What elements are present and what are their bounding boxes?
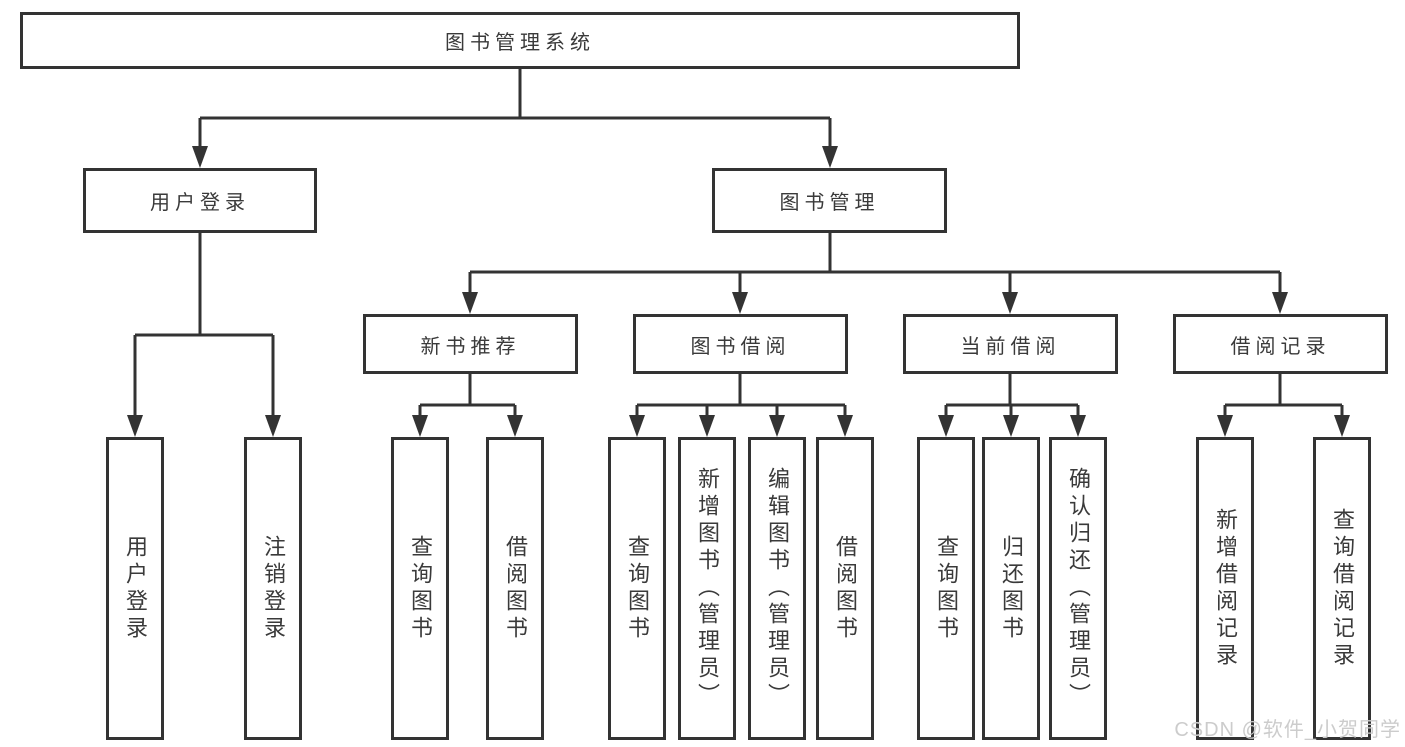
node-leaf-borrow-books-rec: 借阅图书 [486,437,544,740]
node-label-leaf-query-borrow-record: 查询借阅记录 [1330,507,1355,670]
edge-from-root [198,69,832,150]
edge-from-book-borrow [635,374,847,419]
arrowhead [629,415,645,437]
node-label-book-mgmt: 图书管理 [779,192,880,214]
edge-from-new-book-rec [418,374,517,419]
node-label-leaf-confirm-return-admin: 确认归还（管理员） [1066,467,1091,710]
node-label-leaf-add-books-admin: 新增图书（管理员） [695,467,720,710]
arrowhead [507,415,523,437]
arrowhead [1003,415,1019,437]
node-label-current-borrow: 当前借阅 [960,335,1061,358]
node-book-borrow: 图书借阅 [633,314,848,374]
arrowhead [837,415,853,437]
arrowhead [462,292,478,314]
arrowhead [938,415,954,437]
node-label-leaf-logout: 注销登录 [261,534,286,643]
watermark: CSDN @软件_小贺同学 [1174,719,1401,741]
arrowhead [732,292,748,314]
node-label-leaf-add-borrow-record: 新增借阅记录 [1213,507,1238,670]
node-label-user-login: 用户登录 [150,192,250,214]
node-label-leaf-query-books-rec: 查询图书 [408,534,433,643]
node-leaf-confirm-return-admin: 确认归还（管理员） [1049,437,1107,740]
node-label-leaf-query-books-current: 查询图书 [934,534,959,643]
node-current-borrow: 当前借阅 [903,314,1118,374]
node-leaf-user-login: 用户登录 [106,437,164,740]
node-label-leaf-return-books: 归还图书 [999,534,1024,643]
node-book-mgmt: 图书管理 [712,168,947,233]
node-new-book-rec: 新书推荐 [363,314,578,374]
edge-from-book-mgmt [468,233,1282,296]
node-leaf-logout: 注销登录 [244,437,302,740]
arrowhead [412,415,428,437]
arrowhead [265,415,281,437]
edge-from-borrow-records [1223,374,1344,419]
node-root: 图书管理系统 [20,12,1020,69]
node-leaf-add-books-admin: 新增图书（管理员） [678,437,736,740]
node-leaf-borrow-books: 借阅图书 [816,437,874,740]
arrowhead [699,415,715,437]
node-leaf-query-borrow-record: 查询借阅记录 [1313,437,1371,740]
node-leaf-query-books-borrow: 查询图书 [608,437,666,740]
arrowhead [822,146,838,168]
node-label-new-book-rec: 新书推荐 [420,335,521,358]
arrowhead [769,415,785,437]
arrowhead [192,146,208,168]
node-label-borrow-records: 借阅记录 [1230,335,1331,358]
node-leaf-query-books-current: 查询图书 [917,437,975,740]
arrowhead [1334,415,1350,437]
node-label-book-borrow: 图书借阅 [690,335,791,358]
node-leaf-query-books-rec: 查询图书 [391,437,449,740]
node-leaf-return-books: 归还图书 [982,437,1040,740]
node-leaf-add-borrow-record: 新增借阅记录 [1196,437,1254,740]
node-user-login: 用户登录 [83,168,317,233]
node-label-leaf-query-books-borrow: 查询图书 [625,534,650,643]
node-leaf-edit-books-admin: 编辑图书（管理员） [748,437,806,740]
arrowhead [1070,415,1086,437]
node-borrow-records: 借阅记录 [1173,314,1388,374]
edge-from-current-borrow [944,374,1080,419]
edge-from-user-login [133,233,275,419]
node-label-root: 图书管理系统 [445,32,595,54]
arrowhead [127,415,143,437]
node-label-leaf-edit-books-admin: 编辑图书（管理员） [765,467,790,710]
arrowhead [1272,292,1288,314]
node-label-leaf-user-login: 用户登录 [123,534,148,643]
node-label-leaf-borrow-books-rec: 借阅图书 [503,534,528,643]
node-label-leaf-borrow-books: 借阅图书 [833,534,858,643]
arrowhead [1002,292,1018,314]
arrowhead [1217,415,1233,437]
